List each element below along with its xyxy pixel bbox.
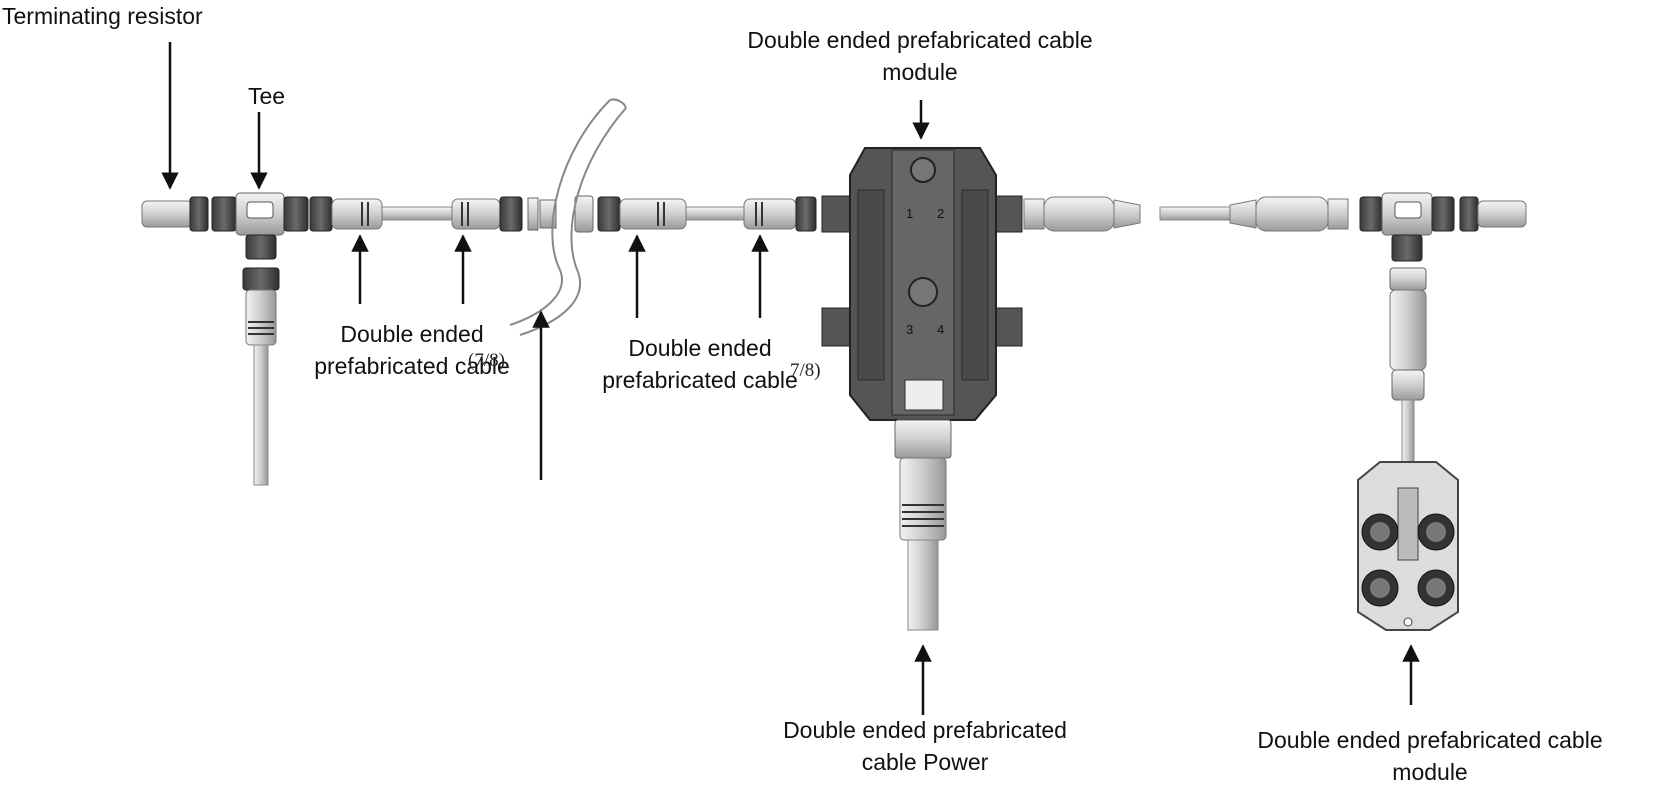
spec-mark-left: (7/8) xyxy=(468,350,505,371)
label-tee: Tee xyxy=(248,83,286,109)
panel-feedthrough xyxy=(509,98,627,336)
tee-connector-right xyxy=(1359,192,1527,463)
module-port-3: 3 xyxy=(906,322,913,337)
prefabricated-cable-2 xyxy=(597,196,817,232)
label-module-right: Double ended prefabricated cable module xyxy=(1230,724,1630,788)
module-port-1: 1 xyxy=(906,206,913,221)
label-cable-2-line1: Double ended xyxy=(628,335,772,361)
spec-mark-right: 7/8) xyxy=(790,360,821,381)
label-terminating-resistor: Terminating resistor xyxy=(2,3,203,29)
label-module-right-line2: module xyxy=(1392,759,1468,785)
label-cable-2: Double ended prefabricated cable xyxy=(580,332,820,396)
label-cable-2-line2: prefabricated cable xyxy=(602,367,798,393)
label-module-top-line2: module xyxy=(882,59,958,85)
label-power-line1: Double ended prefabricated xyxy=(783,717,1067,743)
pointer-arrows xyxy=(161,42,1420,715)
tee-connector-left xyxy=(211,192,309,486)
label-module-top: Double ended prefabricated cable module xyxy=(720,24,1120,88)
label-power-line2: cable Power xyxy=(861,749,989,775)
distribution-module-right xyxy=(1357,461,1459,631)
label-module-right-line1: Double ended prefabricated cable xyxy=(1257,727,1603,753)
terminating-resistor xyxy=(141,196,209,232)
module-port-2: 2 xyxy=(937,206,944,221)
module-port-4: 4 xyxy=(937,322,944,337)
label-cable-1-line2: prefabricated cable xyxy=(314,353,510,379)
distribution-module-center: 1 2 3 4 xyxy=(821,147,1023,631)
label-cable-1-line1: Double ended xyxy=(340,321,484,347)
label-cable-1: Double ended prefabricated cable xyxy=(292,318,532,382)
label-power: Double ended prefabricated cable Power xyxy=(740,714,1110,778)
right-trunk-cable xyxy=(1023,196,1349,232)
label-module-top-line1: Double ended prefabricated cable xyxy=(747,27,1093,53)
prefabricated-cable-1 xyxy=(309,196,523,232)
